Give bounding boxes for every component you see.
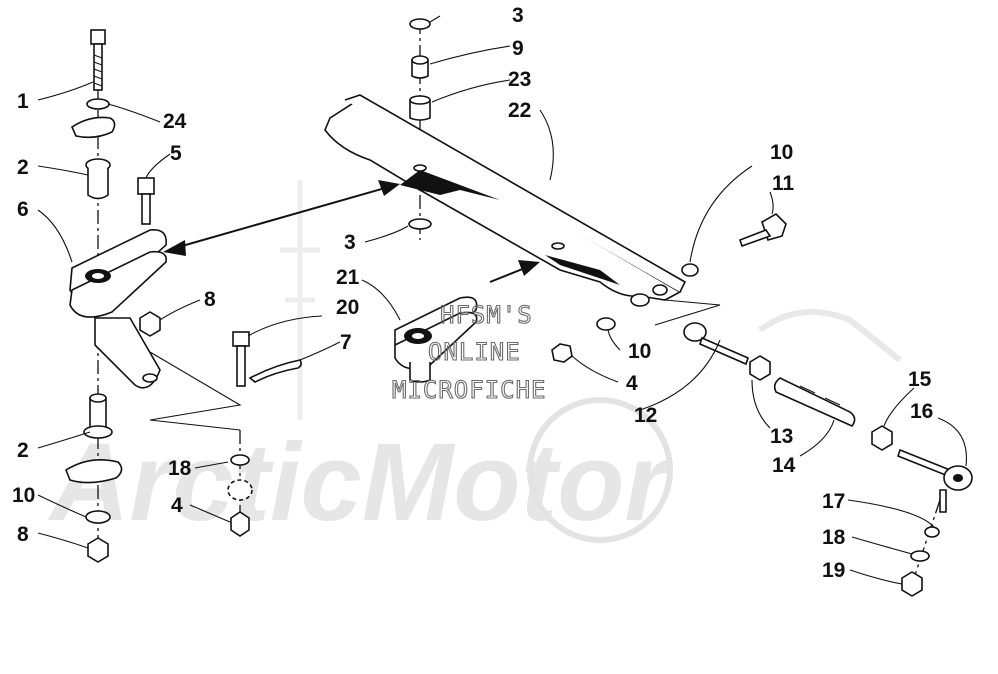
callout-11: 11	[772, 172, 795, 195]
washer-part-10-right	[681, 263, 699, 277]
callout-3-top: 3	[512, 4, 524, 27]
washer-part-3-top	[409, 18, 431, 30]
washer-part-10-left	[85, 510, 111, 524]
callout-13: 13	[770, 425, 793, 448]
bushing-part-23	[409, 99, 431, 121]
nut-part-19	[901, 571, 923, 597]
tie-bar-part-22	[324, 101, 682, 301]
brand-watermark: ArcticMotor	[47, 180, 902, 544]
watermark-line-3: MICROFICHE	[392, 376, 547, 404]
callout-16: 16	[910, 400, 933, 423]
callout-18-left: 18	[168, 457, 192, 480]
bolt-part-20	[232, 331, 250, 387]
callout-9: 9	[512, 37, 524, 60]
right-tie-rod-assembly	[681, 213, 973, 597]
callout-1: 1	[17, 90, 29, 113]
watermark-bike-outline	[758, 309, 902, 363]
hfsm-watermark: HFSM'S ONLINE MICROFICHE	[391, 300, 547, 404]
nut-part-8-lower	[87, 537, 109, 563]
cotter-pin-part-7	[248, 359, 302, 383]
connection-arrow-upper	[163, 180, 400, 256]
spacer-part-9	[411, 59, 429, 79]
bolt-part-1	[90, 29, 106, 91]
callout-14: 14	[772, 454, 796, 477]
callout-2: 2	[17, 156, 29, 179]
nut-part-8-upper	[139, 311, 161, 337]
callout-23: 23	[508, 68, 531, 91]
bracket-guide-lines	[149, 351, 242, 431]
bolt-part-11	[738, 213, 787, 248]
washer-part-10-center	[596, 317, 616, 331]
callout-6: 6	[17, 198, 29, 221]
adjuster-sleeve-part-14	[773, 377, 856, 427]
tie-rod-end-part-16	[897, 448, 973, 513]
callout-17: 17	[822, 490, 845, 513]
bushing-part-2-top	[85, 158, 111, 200]
leader-lines	[37, 15, 967, 585]
watermark-line-2: ONLINE	[428, 338, 521, 366]
washer-part-24	[86, 98, 110, 110]
callout-21: 21	[336, 266, 360, 289]
watermark-wheel	[527, 397, 673, 543]
callout-3-bottom: 3	[344, 231, 356, 254]
nut-part-4-left	[230, 511, 250, 537]
washer-part-17	[924, 526, 940, 538]
watermark-line-1: HFSM'S	[440, 301, 533, 329]
tie-bar-guide	[654, 299, 721, 326]
center-tie-bar-assembly	[324, 18, 721, 383]
callout-24: 24	[163, 110, 187, 133]
washer-part-18-left	[230, 454, 250, 466]
tie-rod-end-part-12	[683, 322, 749, 366]
bushing-part-2-bottom	[83, 393, 113, 439]
washer-part-3-bottom	[408, 218, 432, 230]
watermark-spire	[280, 180, 320, 420]
callout-5: 5	[170, 142, 182, 165]
callout-15: 15	[908, 368, 932, 391]
brand-watermark-text: ArcticMotor	[47, 421, 672, 544]
shim-plate	[70, 116, 116, 139]
spindle-arm-part-6	[69, 228, 167, 389]
callout-22: 22	[508, 99, 531, 122]
nut-part-4-center	[551, 343, 573, 363]
callout-8: 8	[204, 288, 216, 311]
callout-4-left: 4	[171, 494, 183, 517]
callout-18-right: 18	[822, 526, 846, 549]
callout-7: 7	[340, 331, 352, 354]
callout-20: 20	[336, 296, 359, 319]
callout-4-center: 4	[626, 372, 638, 395]
shim-plate-lower	[65, 459, 123, 484]
connection-arrow-lower	[489, 260, 540, 283]
steering-arm-part-21	[394, 296, 478, 383]
tie-bar-shading	[400, 170, 500, 200]
callout-12: 12	[634, 404, 657, 427]
callout-10-left: 10	[12, 484, 35, 507]
callout-10-center: 10	[628, 340, 651, 363]
callout-19: 19	[822, 559, 845, 582]
jam-nut-part-13	[749, 355, 771, 381]
jam-nut-part-15	[871, 425, 893, 451]
bolt-part-5	[137, 177, 155, 225]
callout-numbers: 1 24 2 5 6 8 20 7 2 18 10 4 8 3 9 23 22 …	[12, 4, 933, 582]
callout-2-lower: 2	[17, 439, 29, 462]
callout-8-lower: 8	[17, 523, 29, 546]
ball-joint-outline	[227, 479, 253, 501]
washer-part-18-right	[910, 550, 930, 562]
left-spindle-assembly	[65, 29, 302, 563]
callout-10-right: 10	[770, 141, 793, 164]
